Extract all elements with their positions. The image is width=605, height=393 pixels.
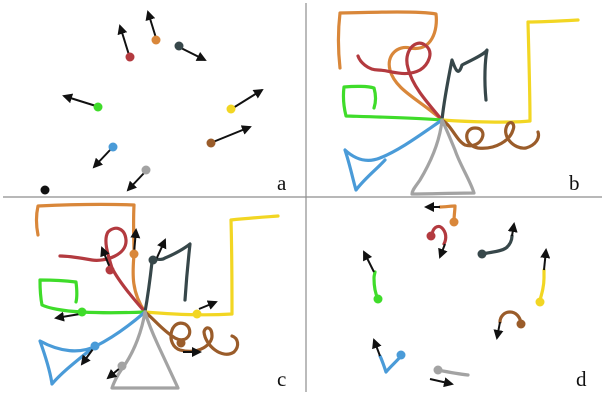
panel-d-blue-arrow [372,338,382,357]
panel-d-green-point [373,294,383,304]
panel-c-gray-path [110,310,180,390]
panel-a-orange-point [145,10,161,45]
panel-a-yellow-point [226,88,264,114]
panel-b-orange-path [336,10,444,122]
panel-d-green-segment [372,270,380,301]
panel-d-blue-point [396,350,406,360]
panel-c-green-path [38,278,147,315]
panel-c-green-arrow [54,311,81,322]
panel-c: c [34,202,286,391]
panel-c-orange-point [129,249,139,259]
panel-c-brown-path [143,310,240,356]
panel-c-blue-point [90,341,100,351]
panel-a-black-point [40,185,50,195]
panel-d-red-segment [430,224,448,246]
panel-b-dark-slate-path [440,48,489,122]
panel-c-orange-arrow [130,228,141,254]
panel-b-red-path [356,41,444,122]
panel-c-gray-arrow [106,367,121,380]
panel-b-blue-path [343,118,444,192]
panel-c-blue-path [38,310,147,386]
panel-b: b [336,10,580,196]
panel-d-dark-slate-point [477,249,487,259]
panel-c-dark-slate-point [148,255,158,265]
panel-c-brown-point [176,338,186,348]
panel-d-red-point [426,231,436,241]
panel-a-red-point [117,24,135,62]
panel-d-dark-slate-arrow [507,222,518,237]
panel-d-gray-point [433,365,443,375]
panel-b-yellow-path [440,18,580,124]
panel-d-brown-point [516,319,526,329]
panel-c-yellow-arrow [198,300,218,310]
panel-d: d [363,202,587,391]
panel-d-yellow-segment [538,268,546,302]
panel-a-dark-slate-point [174,41,207,61]
panel-c-dark-slate-path [143,242,192,314]
panel-d-blue-segment [378,354,403,374]
panel-d-label: d [576,367,587,391]
panel-a-blue-point [92,142,118,169]
panel-d-orange-point [449,217,459,227]
panel-a-label: a [277,171,287,195]
panel-d-orange-segment [438,204,457,224]
panel-c-red-arrow [100,246,111,269]
panel-d-yellow-point [535,297,545,307]
panel-d-gray-arrow [429,377,454,388]
panel-d-dark-slate-segment [481,234,514,256]
panel-b-green-path [341,84,444,122]
panel-b-label: b [569,171,580,195]
panel-d-yellow-arrow [540,248,551,271]
panel-d-red-arrow [438,243,448,259]
panel-a: a [40,10,287,195]
panel-c-gray-point [117,361,127,371]
panel-d-brown-arrow [493,321,504,340]
panel-a-green-point [62,93,103,112]
panel-c-green-point [77,307,87,317]
panel-c-yellow-path [143,214,280,317]
panel-c-orange-path [34,202,147,314]
panel-b-gray-path [410,118,476,196]
panel-c-red-point [105,265,115,275]
panel-a-brown-point [206,125,252,148]
panel-d-green-arrow [363,250,375,273]
panel-c-yellow-point [192,309,202,319]
panel-d-gray-segment [436,368,470,377]
panel-b-brown-path [440,118,541,150]
panel-c-blue-arrow [80,348,94,366]
panel-c-label: c [277,367,286,391]
panel-a-gray-point [126,165,151,192]
panel-d-brown-segment [498,310,523,325]
